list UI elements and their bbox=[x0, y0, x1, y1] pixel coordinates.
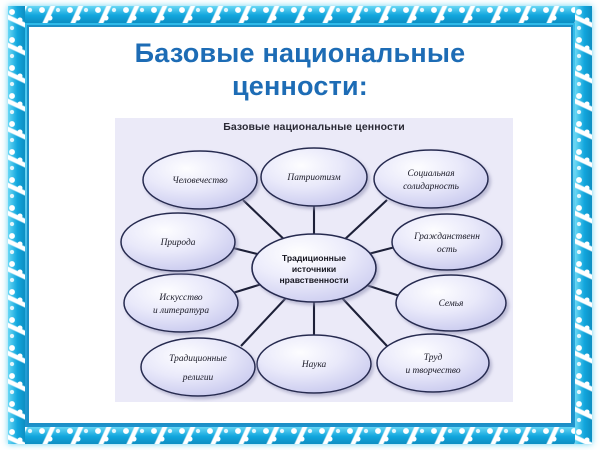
diagram-svg: Человечество Патриотизм Социальная солид… bbox=[120, 147, 507, 397]
node-art-line-2: и литература bbox=[153, 306, 209, 316]
node-center-line-3: нравственности bbox=[279, 275, 348, 285]
node-art[interactable]: Искусство и литература bbox=[123, 273, 239, 333]
page-title: Базовые национальные ценности: bbox=[29, 37, 571, 103]
node-labour-line-1: Труд bbox=[424, 352, 443, 363]
node-solidarity-line-2: солидарность bbox=[403, 181, 459, 192]
node-family-line-1: Семья bbox=[439, 299, 464, 309]
frame-inner-border bbox=[27, 25, 573, 425]
decorative-frame: Базовые национальные ценности: Базовые н… bbox=[8, 6, 592, 444]
node-art-line-1: Искусство bbox=[158, 293, 203, 303]
diagram-nodes: Человечество Патриотизм Социальная солид… bbox=[120, 147, 507, 397]
page-title-line-2: ценности: bbox=[232, 70, 368, 101]
node-humanity[interactable]: Человечество bbox=[142, 150, 258, 210]
node-citizenship-line-2: ость bbox=[437, 245, 457, 255]
node-citizenship-line-1: Гражданственн bbox=[413, 231, 480, 242]
node-religions-line-2: религии bbox=[182, 373, 214, 383]
node-religions[interactable]: Традиционные религии bbox=[140, 337, 256, 397]
frame-band-left bbox=[8, 6, 25, 444]
node-labour[interactable]: Труд и творчество bbox=[376, 333, 490, 393]
node-solidarity[interactable]: Социальная солидарность bbox=[373, 149, 489, 209]
node-solidarity-line-1: Социальная bbox=[407, 169, 454, 179]
node-science[interactable]: Наука bbox=[256, 334, 372, 394]
node-religions-line-1: Традиционные bbox=[169, 353, 227, 364]
frame-band-bottom bbox=[8, 427, 592, 444]
page-title-line-1: Базовые национальные bbox=[134, 38, 466, 68]
node-center-line-2: источники bbox=[292, 264, 336, 274]
node-nature-line-1: Природа bbox=[160, 237, 196, 248]
node-family[interactable]: Семья bbox=[395, 274, 507, 332]
node-citizenship[interactable]: Гражданственн ость bbox=[391, 213, 503, 271]
node-science-line-1: Наука bbox=[301, 360, 327, 370]
values-diagram-image: Базовые национальные ценности bbox=[115, 118, 513, 402]
node-center-traditional-sources[interactable]: Традиционные источники нравственности bbox=[251, 233, 377, 303]
frame-band-right bbox=[575, 6, 592, 444]
slide-canvas: Базовые национальные ценности: Базовые н… bbox=[29, 27, 571, 423]
node-nature[interactable]: Природа bbox=[120, 212, 236, 272]
node-center-line-1: Традиционные bbox=[282, 253, 346, 263]
diagram-heading: Базовые национальные ценности bbox=[223, 121, 405, 133]
frame-band-top bbox=[8, 6, 592, 23]
node-patriotism-line-1: Патриотизм bbox=[286, 173, 340, 183]
node-patriotism[interactable]: Патриотизм bbox=[260, 147, 368, 207]
node-labour-line-2: и творчество bbox=[405, 366, 460, 376]
node-humanity-line-1: Человечество bbox=[172, 176, 228, 186]
